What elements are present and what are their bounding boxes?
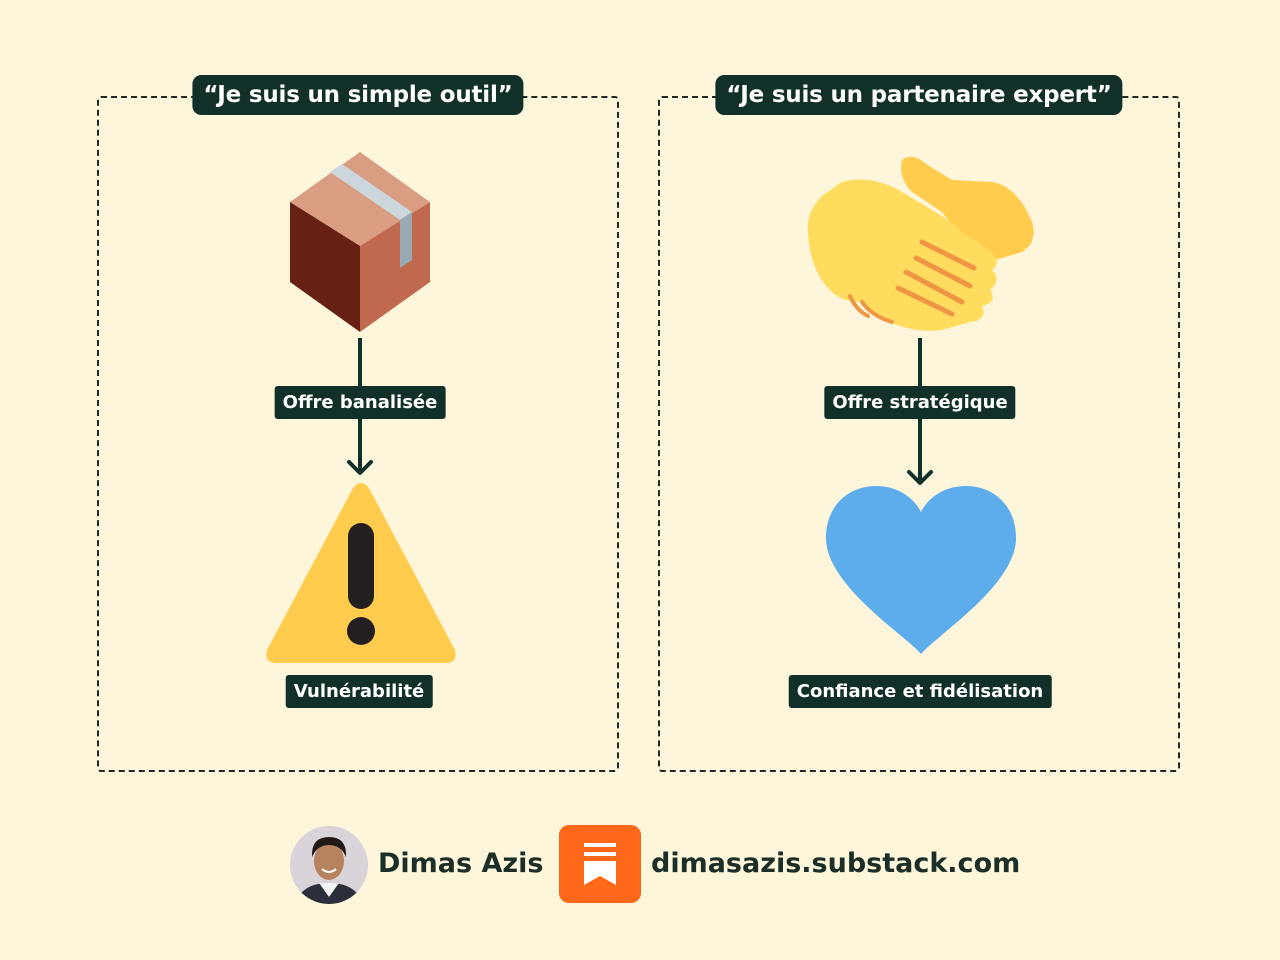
arrow-right-1 <box>918 338 922 391</box>
left-panel-title: “Je suis un simple outil” <box>192 75 524 115</box>
right-panel: “Je suis un partenaire expert” <box>658 75 1180 772</box>
left-panel: “Je suis un simple outil” <box>97 75 619 772</box>
package-icon <box>290 152 430 332</box>
substack-icon[interactable] <box>559 825 641 903</box>
left-middle-label: Offre banalisée <box>274 386 446 419</box>
blue-heart-icon <box>825 486 1017 654</box>
right-middle-label: Offre stratégique <box>824 386 1016 419</box>
warning-icon <box>266 483 456 663</box>
website-link[interactable]: dimasazis.substack.com <box>651 848 1021 879</box>
author-name: Dimas Azis <box>378 848 544 879</box>
arrow-left-1 <box>358 338 362 391</box>
avatar <box>290 826 368 904</box>
right-bottom-label: Confiance et fidélisation <box>788 675 1052 708</box>
arrow-left-2 <box>347 419 373 475</box>
left-bottom-label: Vulnérabilité <box>285 675 433 708</box>
handshake-icon <box>807 156 1034 331</box>
arrow-right-2 <box>907 419 933 485</box>
right-panel-title: “Je suis un partenaire expert” <box>715 75 1123 115</box>
